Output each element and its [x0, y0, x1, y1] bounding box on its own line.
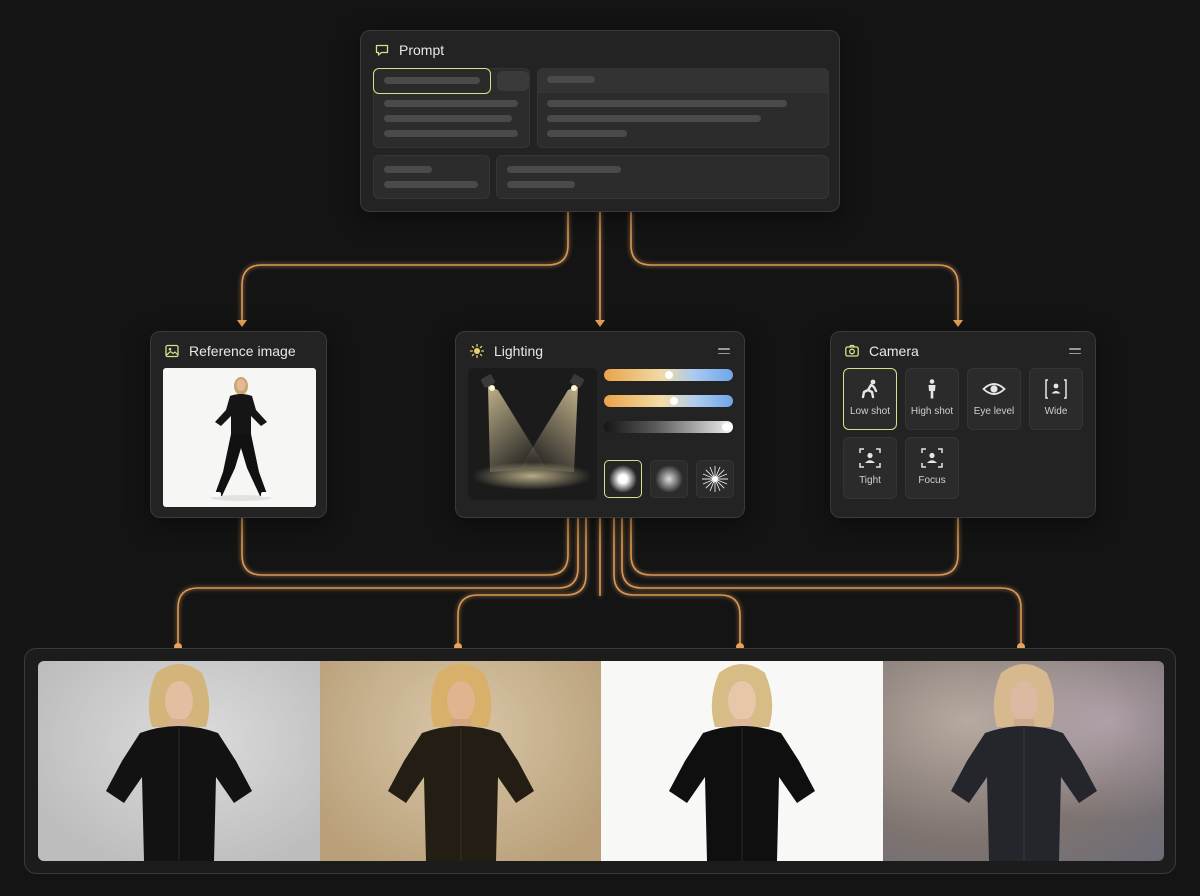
crouching-person-icon — [861, 379, 878, 399]
output-image-4[interactable] — [882, 661, 1164, 861]
camera-option-label: Tight — [859, 475, 881, 486]
lighting-menu-icon[interactable] — [718, 348, 730, 356]
tight-frame-icon — [859, 448, 881, 468]
lighting-title: Lighting — [494, 343, 544, 359]
camera-option-focus[interactable]: Focus — [905, 437, 959, 499]
camera-option-label: Low shot — [849, 406, 891, 417]
soft-light-option[interactable] — [604, 460, 642, 498]
camera-option-high-shot[interactable]: High shot — [905, 368, 959, 430]
diffuse-light-option[interactable] — [650, 460, 688, 498]
prompt-block-4[interactable] — [496, 155, 829, 199]
standing-person-icon — [928, 379, 936, 399]
output-image-1[interactable] — [38, 661, 320, 861]
soft-glow-icon — [609, 465, 637, 493]
camera-menu-icon[interactable] — [1069, 348, 1081, 356]
person-figure — [211, 377, 271, 501]
warmth-slider[interactable] — [604, 369, 733, 381]
brightness-slider-knob[interactable] — [722, 423, 730, 431]
reference-title: Reference image — [189, 343, 296, 359]
output-image-3[interactable] — [601, 661, 883, 861]
portrait-figure — [387, 664, 534, 861]
image-icon — [165, 344, 179, 358]
portrait-figure — [882, 661, 1164, 861]
lighting-header: Lighting — [469, 343, 543, 359]
lighting-card: Lighting — [455, 331, 745, 518]
camera-option-label: High shot — [910, 406, 954, 417]
prompt-block-3[interactable] — [373, 155, 490, 199]
sun-icon — [469, 343, 485, 359]
camera-title: Camera — [869, 343, 919, 359]
intensity-slider[interactable] — [604, 395, 733, 407]
camera-option-wide[interactable]: Wide — [1029, 368, 1083, 430]
spotlights-illustration — [472, 374, 592, 490]
chat-bubble-icon — [375, 44, 389, 56]
camera-option-label: Focus — [918, 475, 946, 486]
prompt-chip[interactable] — [497, 71, 529, 91]
intensity-slider-knob[interactable] — [670, 397, 678, 405]
warmth-slider-knob[interactable] — [665, 371, 673, 379]
camera-option-tight[interactable]: Tight — [843, 437, 897, 499]
output-image-2[interactable] — [319, 661, 601, 861]
focus-frame-icon — [921, 448, 943, 468]
camera-option-label: Wide — [1044, 406, 1068, 417]
prompt-title: Prompt — [399, 42, 445, 58]
reference-photo[interactable] — [163, 368, 316, 507]
eye-icon — [982, 383, 1006, 395]
portrait-figure — [669, 664, 815, 861]
output-strip — [24, 648, 1176, 874]
starburst-icon — [702, 466, 728, 492]
camera-option-label: Eye level — [973, 406, 1015, 417]
portrait-figure — [106, 664, 252, 861]
hard-light-option[interactable] — [696, 460, 734, 498]
camera-option-low-shot[interactable]: Low shot — [843, 368, 897, 430]
wide-frame-icon — [1045, 379, 1067, 399]
camera-icon — [845, 344, 859, 357]
diffuse-glow-icon — [655, 465, 683, 493]
camera-option-eye-level[interactable]: Eye level — [967, 368, 1021, 430]
camera-card: Camera Low shot High shot Eye level Wide — [830, 331, 1096, 518]
prompt-card: Prompt — [360, 30, 840, 212]
reference-header: Reference image — [164, 343, 296, 359]
reference-image-card: Reference image — [150, 331, 327, 518]
brightness-slider[interactable] — [604, 421, 733, 433]
prompt-header: Prompt — [374, 42, 444, 58]
output-images — [38, 661, 1164, 861]
camera-header: Camera — [844, 343, 919, 359]
lighting-preview — [468, 368, 597, 500]
